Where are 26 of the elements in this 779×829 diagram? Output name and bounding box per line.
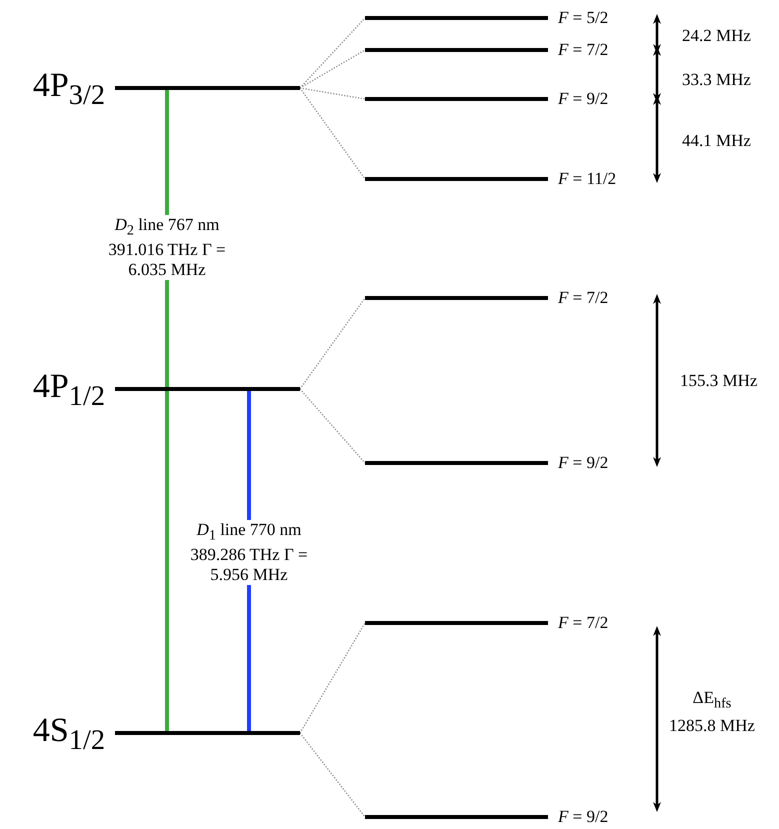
quantum-number-label: F = 9/2	[558, 807, 608, 827]
frequency-label: 155.3 MHz	[680, 371, 758, 391]
splitting-line	[299, 88, 366, 180]
splitting-line	[300, 49, 366, 89]
splitting-line	[300, 87, 366, 100]
quantum-number-label: F = 7/2	[558, 40, 608, 60]
frequency-label: ΔE$_{hfs}$	[692, 688, 732, 714]
quantum-number-label: F = 7/2	[558, 288, 608, 308]
term-symbol-label: 4P$_{3/2}$	[32, 66, 105, 113]
quantum-number-label: F = 11/2	[558, 169, 616, 189]
splitting-line	[299, 622, 366, 734]
splitting-line	[299, 298, 366, 390]
quantum-number-label: F = 7/2	[558, 613, 608, 633]
splitting-line	[300, 18, 366, 88]
quantum-number-label: F = 9/2	[558, 89, 608, 109]
term-symbol-label: 4P$_{1/2}$	[32, 367, 105, 414]
quantum-number-label: F = 9/2	[558, 453, 608, 473]
frequency-label: 1285.8 MHz	[668, 716, 756, 736]
splitting-line	[299, 732, 366, 818]
frequency-label: 44.1 MHz	[682, 131, 751, 151]
frequency-label: 33.3 MHz	[682, 70, 751, 90]
frequency-label: 24.2 MHz	[682, 26, 751, 46]
term-symbol-label: 4S$_{1/2}$	[32, 711, 105, 758]
quantum-number-label: F = 5/2	[558, 8, 608, 28]
transition-line	[165, 90, 169, 731]
splitting-line	[300, 388, 366, 464]
